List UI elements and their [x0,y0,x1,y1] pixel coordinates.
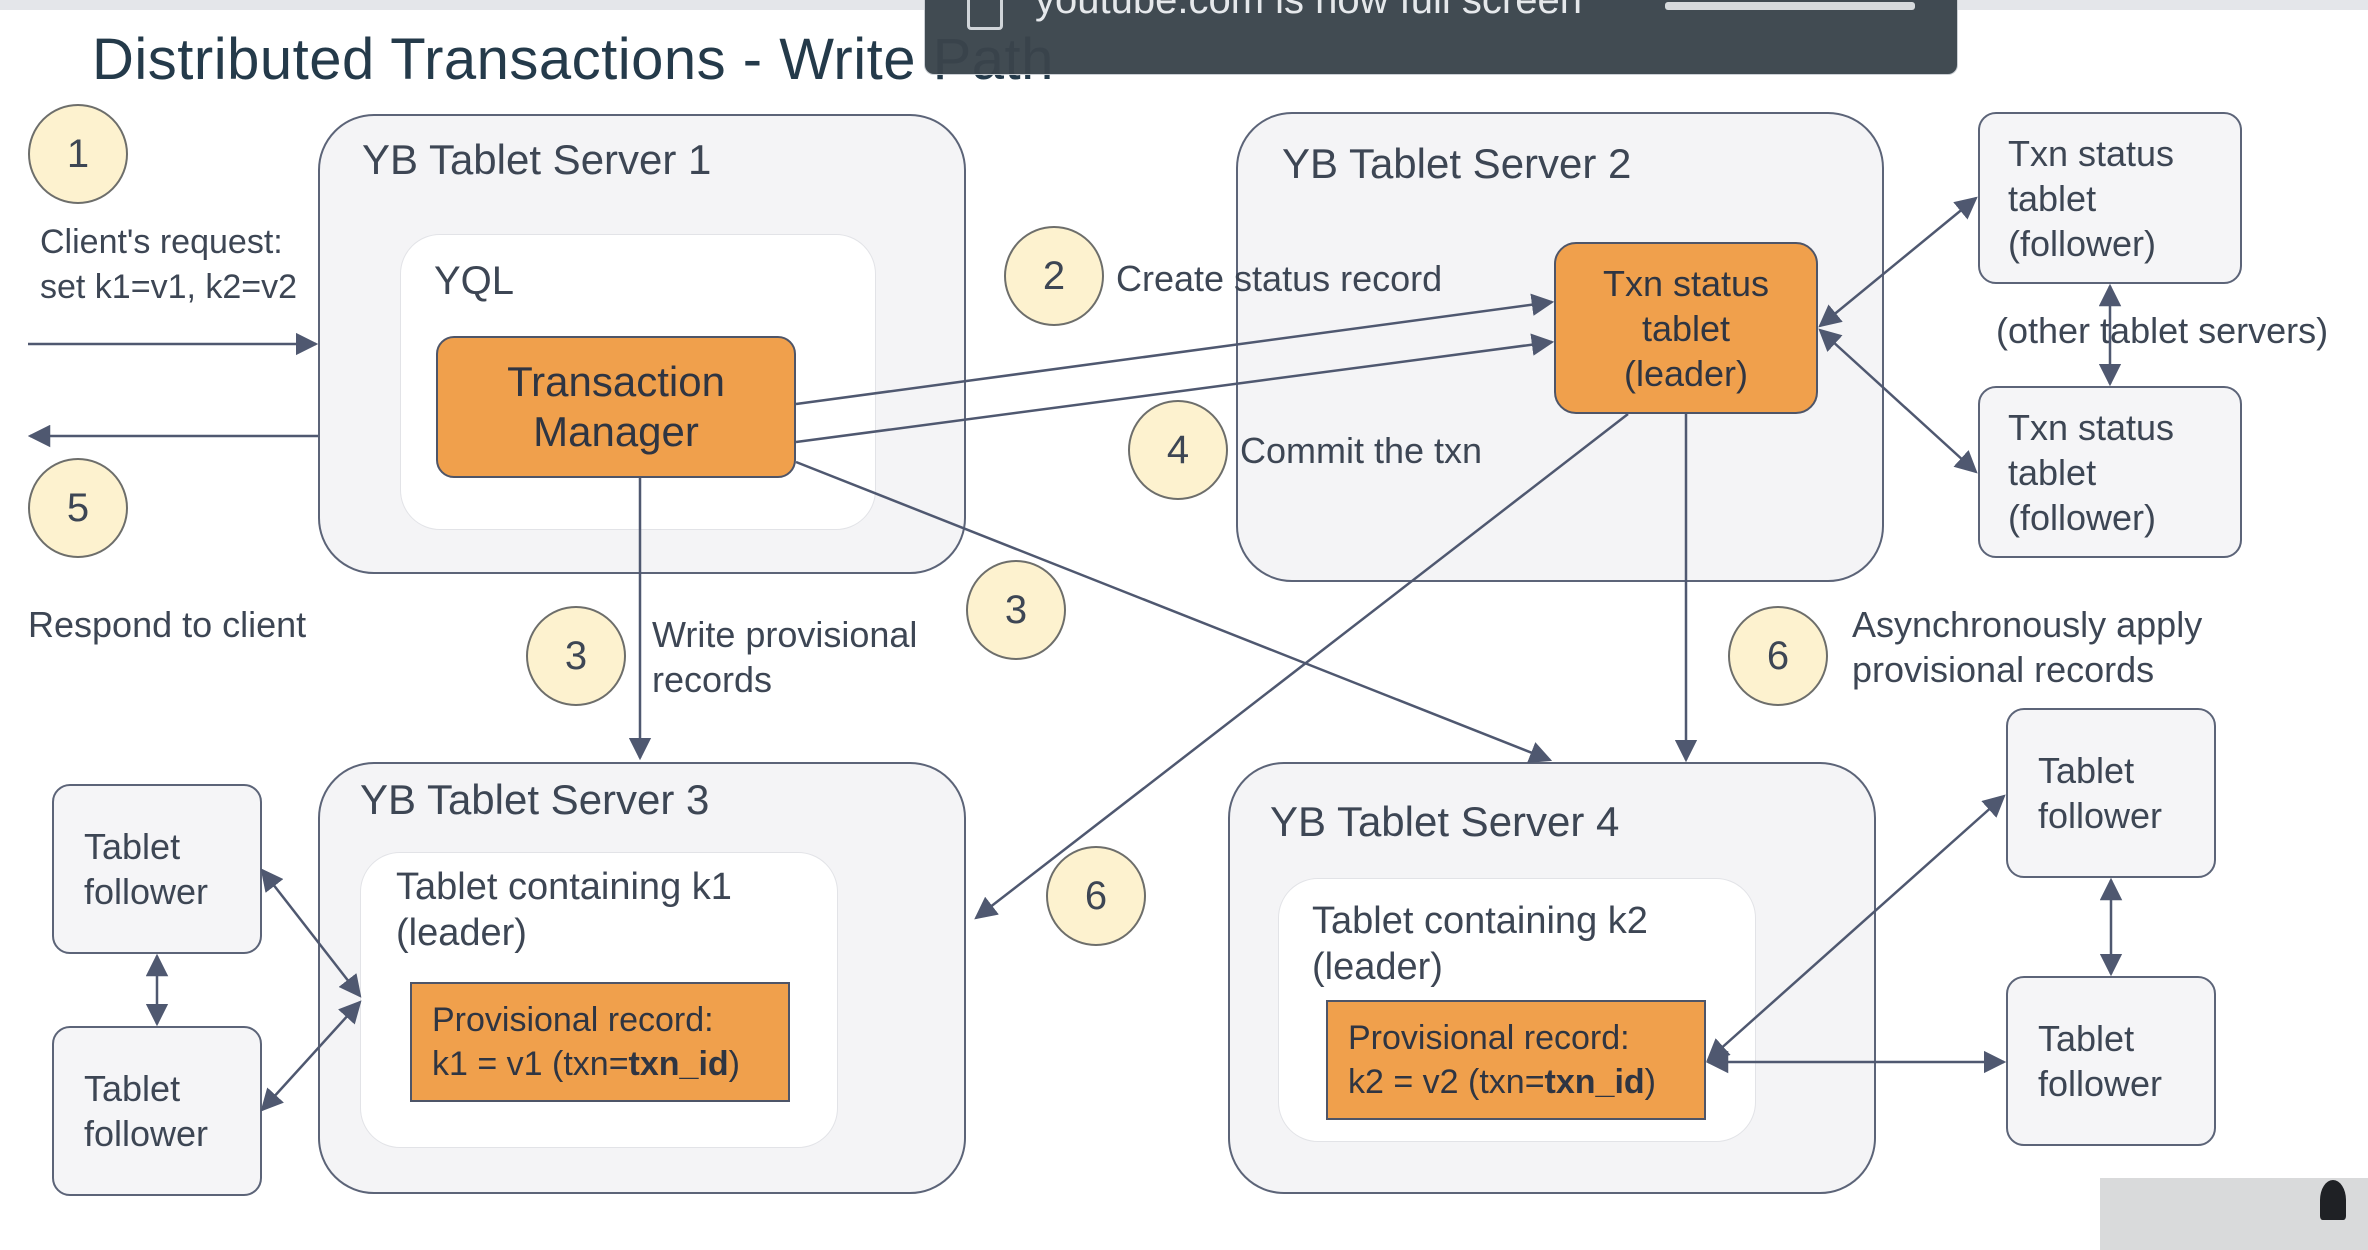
step-3-label: Write provisional records [652,614,918,700]
fullscreen-icon [967,0,1003,30]
provisional-record-k2: Provisional record: k2 = v2 (txn=txn_id) [1326,1000,1706,1120]
tablet-server-4-label: YB Tablet Server 4 [1270,798,1620,845]
tablet-server-1-label: YB Tablet Server 1 [362,136,712,183]
step-5-label: Respond to client [28,604,307,645]
tablet-follower-right-top: Tablet follower [2006,708,2216,878]
txn-status-follower-bottom: Txn status tablet (follower) [1978,386,2242,558]
step-2-label: Create status record [1116,258,1443,299]
step-4-label: Commit the txn [1240,430,1483,471]
fullscreen-toast: youtube.com is now full screen [924,0,1958,75]
step-1-badge: 1 [28,104,128,204]
txn-status-leader-box: Txn status tablet (leader) [1554,242,1818,414]
k2-follower-top-arrow [1706,794,2006,1062]
provisional-record-k2-title: Provisional record: [1348,1019,1630,1057]
other-tablet-servers-note: (other tablet servers) [1996,310,2329,351]
step-5-badge: 5 [28,458,128,558]
commit-txn-arrow [795,333,1555,444]
k1-follower-top-arrow [260,868,362,998]
transaction-manager-box: Transaction Manager [436,336,796,478]
step-4-badge: 4 [1128,400,1228,500]
tablet-follower-left-top: Tablet follower [52,784,262,954]
step-6-badge-left: 6 [1046,846,1146,946]
txn-status-follower-top: Txn status tablet (follower) [1978,112,2242,284]
step-6-label: Asynchronously apply provisional records [1852,604,2203,690]
fullscreen-toast-text: youtube.com is now full screen [1035,0,1582,22]
apply-k1-arrow [974,413,1629,920]
tablet-server-2-label: YB Tablet Server 2 [1282,140,1632,187]
provisional-record-k1: Provisional record: k1 = v1 (txn=txn_id) [410,982,790,1102]
step-2-badge: 2 [1004,226,1104,326]
leader-follower-bottom-arrow [1818,328,1978,474]
tablet-server-3-label: YB Tablet Server 3 [360,776,710,823]
k1-follower-bottom-arrow [260,1000,362,1112]
leader-follower-top-arrow [1818,196,1978,328]
presenter-figure [2320,1180,2346,1220]
step-6-badge-right: 6 [1728,606,1828,706]
provisional-record-k1-value: k1 = v1 (txn=txn_id) [432,1045,740,1083]
tablet-k1-label: Tablet containing k1 (leader) [396,866,732,954]
yql-label: YQL [434,259,515,303]
tablet-k2-label: Tablet containing k2 (leader) [1312,900,1648,988]
slide-title: Distributed Transactions - Write Path [92,27,1054,92]
tablet-follower-right-bottom: Tablet follower [2006,976,2216,1146]
step-3-badge-right: 3 [966,560,1066,660]
write-provisional-k2-arrow [795,460,1553,764]
toast-keycap [1665,2,1915,10]
provisional-record-k1-title: Provisional record: [432,1001,714,1039]
tablet-follower-left-bottom: Tablet follower [52,1026,262,1196]
create-status-arrow [795,293,1555,406]
step-1-label: Client's request: set k1=v1, k2=v2 [40,223,298,306]
step-3-badge-left: 3 [526,606,626,706]
provisional-record-k2-value: k2 = v2 (txn=txn_id) [1348,1063,1656,1101]
